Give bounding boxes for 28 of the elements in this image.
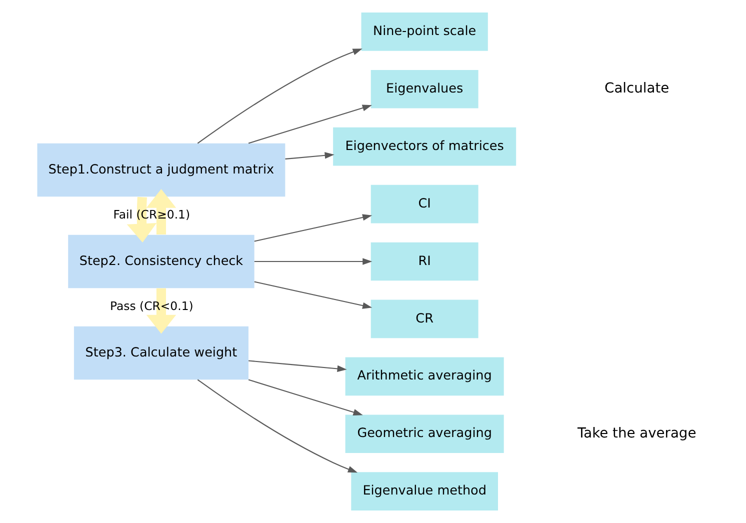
arrow bbox=[254, 214, 372, 242]
label: Take the average bbox=[576, 425, 696, 442]
node-box: CR bbox=[370, 300, 478, 338]
arrow bbox=[284, 152, 334, 160]
arrow bbox=[146, 288, 176, 334]
node-box: Eigenvectors of matrices bbox=[332, 127, 516, 166]
node-box: Nine-point scale bbox=[360, 12, 488, 51]
edge-label: Pass (CR<0.1) bbox=[109, 299, 193, 314]
node-box: Geometric averaging bbox=[344, 414, 504, 454]
arrow bbox=[196, 48, 362, 144]
arrow bbox=[254, 258, 372, 265]
node-box: Eigenvalues bbox=[370, 70, 478, 108]
node-box: Step1.Construct a judgment matrix bbox=[36, 143, 285, 197]
node-box: Arithmetic averaging bbox=[344, 357, 504, 396]
edge-label: Fail (CR≥0.1) bbox=[112, 208, 190, 222]
node-box: CI bbox=[370, 184, 478, 224]
label: Calculate bbox=[604, 80, 669, 97]
arrow bbox=[248, 360, 346, 372]
node-box: Step2. Consistency check bbox=[68, 234, 254, 288]
arrow bbox=[146, 189, 176, 235]
arrow bbox=[248, 379, 362, 416]
node-box: RI bbox=[370, 242, 478, 281]
arrow bbox=[254, 281, 372, 309]
arrow bbox=[196, 379, 358, 473]
node-box: Step3. Calculate weight bbox=[73, 326, 248, 380]
node-box: Eigenvalue method bbox=[350, 472, 498, 510]
arrow bbox=[126, 196, 156, 243]
arrow bbox=[248, 104, 372, 144]
